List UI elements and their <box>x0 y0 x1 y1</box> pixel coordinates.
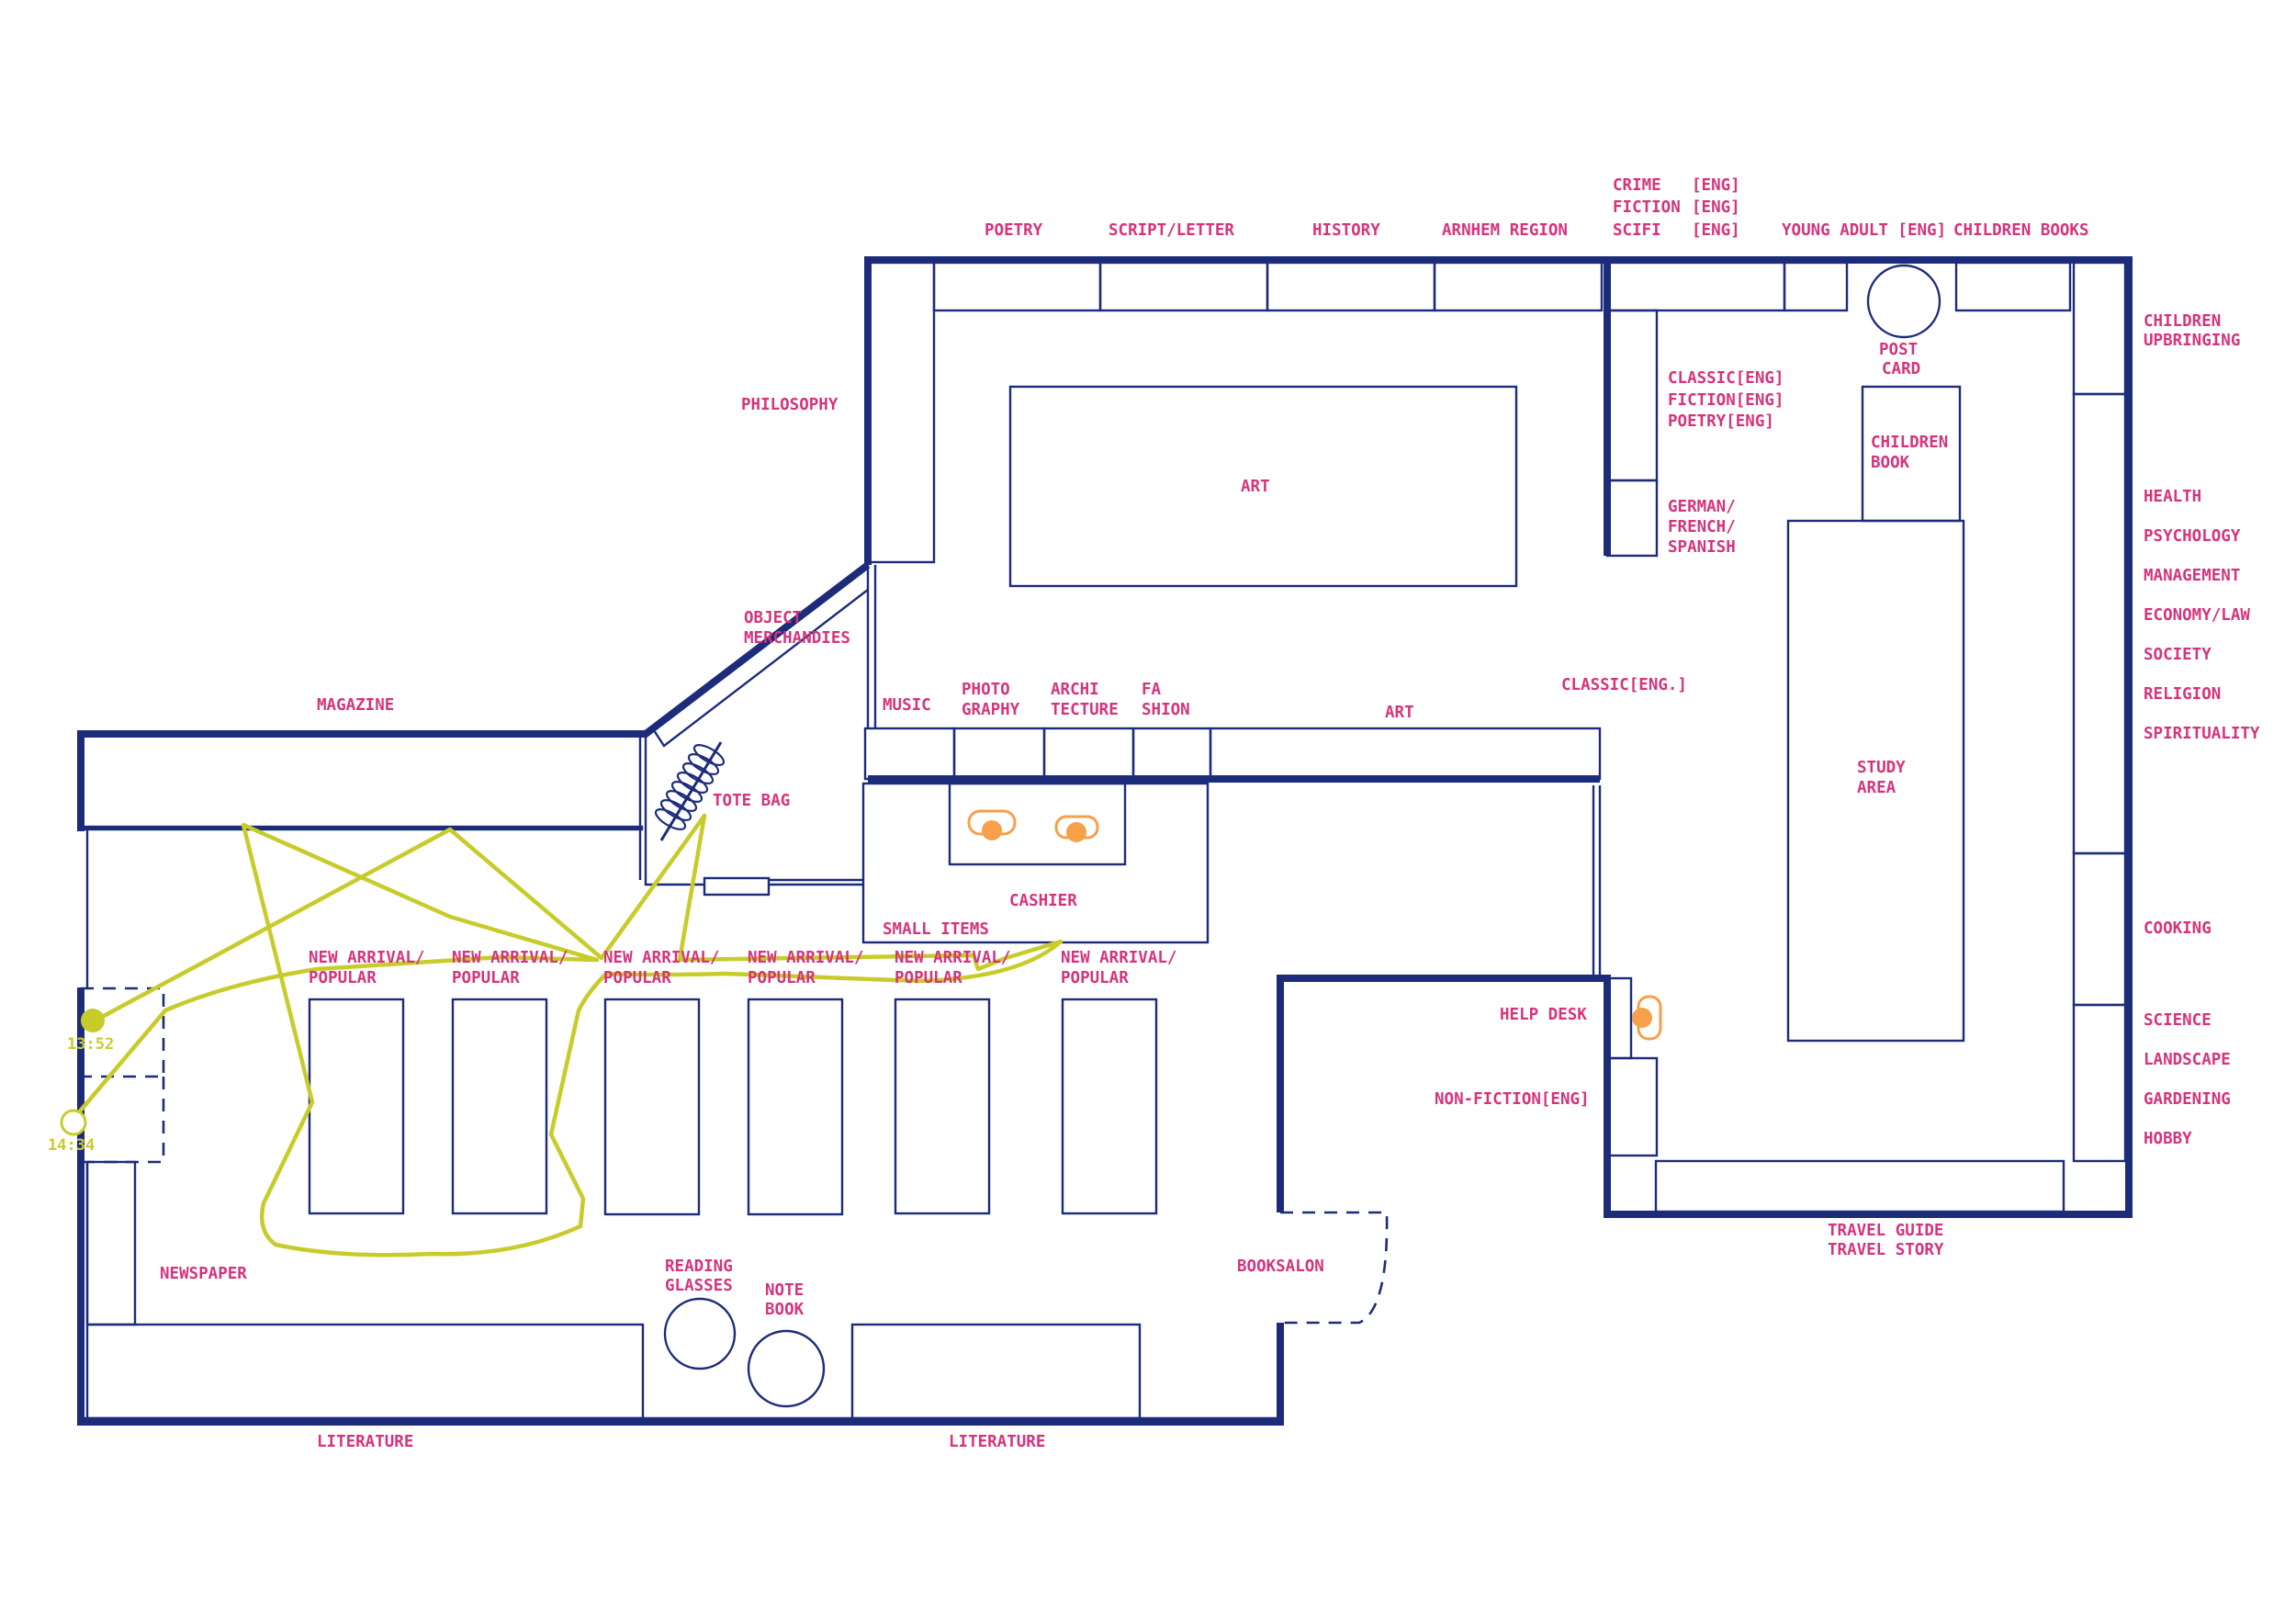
label-photography: PHOTO <box>962 681 1010 699</box>
label-note-book: NOTE <box>765 1281 804 1300</box>
label-hobby: HOBBY <box>2144 1130 2192 1148</box>
label-study-area: STUDY <box>1857 759 1906 777</box>
label-health: HEALTH <box>2144 488 2201 506</box>
label-classic-eng-dot: CLASSIC[ENG.] <box>1561 676 1687 694</box>
label-travel-story: TRAVEL STORY <box>1828 1241 1944 1259</box>
label-script-letter: SCRIPT/LETTER <box>1109 221 1234 240</box>
label-children-books: CHILDREN BOOKS <box>1953 221 2089 240</box>
label-crime-eng: [ENG] <box>1692 176 1740 195</box>
label-help-desk: HELP DESK <box>1500 1006 1587 1024</box>
label-fiction-eng-block: FICTION[ENG] <box>1668 391 1784 410</box>
label-management: MANAGEMENT <box>2144 567 2240 585</box>
label-science: SCIENCE <box>2144 1011 2212 1030</box>
label-architecture: ARCHI <box>1051 681 1099 699</box>
outer-walls <box>75 256 2133 1426</box>
label-popular-2: POPULAR <box>452 969 520 987</box>
label-spirituality: SPIRITUALITY <box>2144 725 2260 743</box>
label-architecture-2: TECTURE <box>1051 701 1119 719</box>
label-non-fiction: NON-FICTION[ENG] <box>1435 1090 1590 1109</box>
label-religion: RELIGION <box>2144 685 2221 704</box>
label-children-upbringing-2: UPBRINGING <box>2144 332 2240 350</box>
label-philosophy: PHILOSOPHY <box>741 396 838 414</box>
label-poetry-eng-block: POETRY[ENG] <box>1668 412 1774 431</box>
label-popular-3: POPULAR <box>603 969 671 987</box>
label-photography-2: GRAPHY <box>962 701 1020 719</box>
label-tote-bag: TOTE BAG <box>713 792 790 810</box>
route-end-time: 14:34 <box>48 1136 95 1155</box>
label-scifi: SCIFI <box>1613 221 1661 240</box>
label-society: SOCIETY <box>2144 646 2212 664</box>
label-young-adult: YOUNG ADULT [ENG] <box>1782 221 1946 240</box>
label-children-book-2: BOOK <box>1871 454 1910 472</box>
label-reading-glasses: READING <box>665 1257 733 1276</box>
label-cooking: COOKING <box>2144 919 2212 938</box>
label-new-arrival-2: NEW ARRIVAL/ <box>452 949 568 967</box>
label-object-merch-2: MERCHANDIES <box>744 629 850 648</box>
label-french: FRENCH/ <box>1668 518 1736 536</box>
label-scifi-eng: [ENG] <box>1692 221 1740 240</box>
label-study-area-2: AREA <box>1857 779 1896 797</box>
entrance-doors <box>81 987 1389 1325</box>
label-note-book-2: BOOK <box>765 1301 805 1319</box>
staff-seats <box>967 809 1662 1041</box>
label-german: GERMAN/ <box>1668 498 1736 516</box>
label-gardening: GARDENING <box>2144 1090 2231 1109</box>
label-economy-law: ECONOMY/LAW <box>2144 606 2250 625</box>
visitor-route: 13:52 14:34 <box>48 813 1064 1257</box>
label-popular-5: POPULAR <box>895 969 962 987</box>
label-post-card: POST <box>1879 341 1918 359</box>
label-fiction-eng: [ENG] <box>1692 198 1740 217</box>
label-literature-left: LITERATURE <box>317 1433 413 1451</box>
furniture <box>81 261 2127 1420</box>
label-art-table: ART <box>1241 478 1270 496</box>
label-new-arrival-1: NEW ARRIVAL/ <box>309 949 424 967</box>
label-reading-glasses-2: GLASSES <box>665 1277 733 1295</box>
label-poetry: POETRY <box>985 221 1043 240</box>
label-psychology: PSYCHOLOGY <box>2144 527 2241 546</box>
label-object-merch: OBJECT <box>744 609 802 627</box>
label-spanish: SPANISH <box>1668 538 1736 557</box>
label-new-arrival-3: NEW ARRIVAL/ <box>603 949 719 967</box>
label-fiction: FICTION <box>1613 198 1681 217</box>
label-children-upbringing: CHILDREN <box>2144 312 2221 331</box>
label-small-items: SMALL ITEMS <box>883 920 989 939</box>
route-start-time: 13:52 <box>67 1035 114 1054</box>
label-music: MUSIC <box>883 696 931 715</box>
label-newspaper: NEWSPAPER <box>160 1265 247 1283</box>
label-children-book: CHILDREN <box>1871 434 1948 452</box>
label-post-card-2: CARD <box>1882 360 1920 378</box>
label-new-arrival-4: NEW ARRIVAL/ <box>748 949 863 967</box>
label-popular-4: POPULAR <box>748 969 816 987</box>
label-arnhem-region: ARNHEM REGION <box>1442 221 1568 240</box>
section-labels: POETRY SCRIPT/LETTER HISTORY ARNHEM REGI… <box>160 176 2260 1451</box>
label-crime: CRIME <box>1613 176 1661 195</box>
label-booksalon: BOOKSALON <box>1237 1257 1324 1276</box>
label-landscape: LANDSCAPE <box>2144 1051 2231 1069</box>
route-end-marker <box>60 1109 87 1136</box>
label-new-arrival-5: NEW ARRIVAL/ <box>895 949 1010 967</box>
label-travel-guide: TRAVEL GUIDE <box>1828 1222 1943 1240</box>
route-start-marker <box>81 1009 105 1032</box>
label-history: HISTORY <box>1312 221 1380 240</box>
label-classic-eng: CLASSIC[ENG] <box>1668 369 1784 388</box>
label-popular-6: POPULAR <box>1061 969 1129 987</box>
label-art-shelf: ART <box>1385 704 1414 722</box>
label-new-arrival-6: NEW ARRIVAL/ <box>1061 949 1176 967</box>
label-fashion-2: SHION <box>1142 701 1190 719</box>
tote-bag-rack-icon <box>654 741 726 841</box>
label-fashion: FA <box>1142 681 1162 699</box>
label-magazine: MAGAZINE <box>317 696 394 715</box>
label-popular-1: POPULAR <box>309 969 377 987</box>
label-literature-right: LITERATURE <box>949 1433 1045 1451</box>
label-cashier: CASHIER <box>1009 892 1077 910</box>
